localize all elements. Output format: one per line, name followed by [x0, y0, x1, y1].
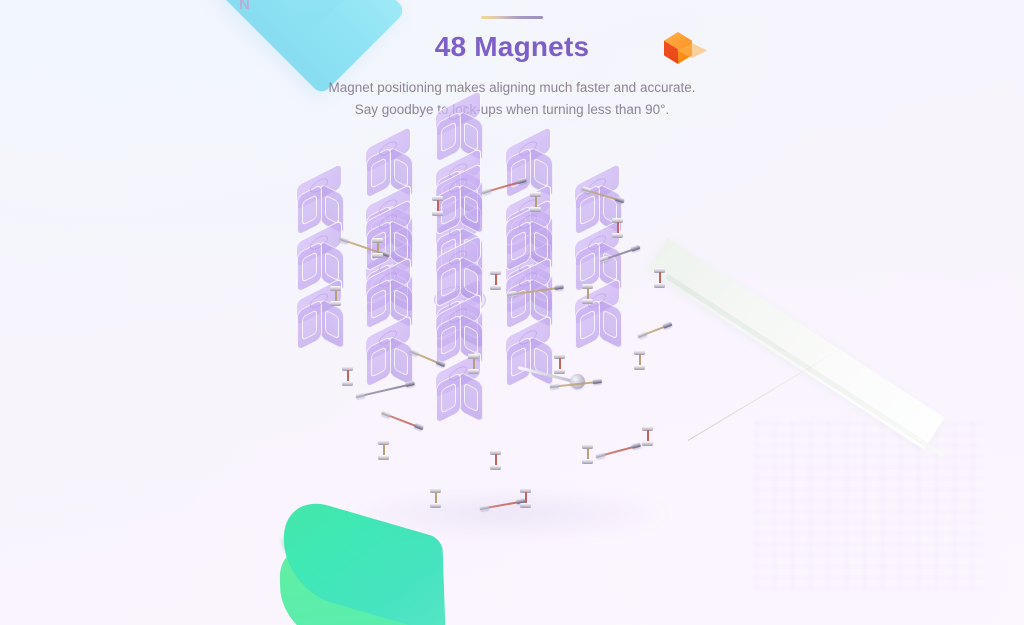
magnet-cylinder — [481, 187, 492, 195]
magnet-pair — [468, 354, 479, 376]
page-title: 48 Magnets — [434, 31, 590, 62]
magnet-pair — [372, 238, 383, 260]
cube-piece — [365, 313, 415, 388]
cube-piece — [504, 313, 555, 388]
magnet-cylinder — [413, 422, 424, 431]
cube-piece — [295, 277, 346, 352]
magnet-pair — [530, 192, 541, 214]
cube-stage — [282, 89, 752, 543]
magnet-pair — [612, 218, 623, 240]
section-subtitle: Magnet positioning makes aligning much f… — [0, 77, 1024, 121]
magnet-pair — [520, 488, 531, 510]
magnet-cylinder — [662, 321, 673, 330]
magnet-pair — [554, 354, 565, 376]
magnet-cylinder — [631, 442, 642, 450]
magnet-cylinder — [637, 330, 648, 339]
magnet-pair — [490, 270, 501, 292]
magnet-pair — [490, 450, 501, 472]
magnet-cylinder — [381, 410, 392, 419]
corner-letter-fragment: N — [239, 0, 251, 13]
magnet-pair — [430, 488, 441, 510]
magnet-pair — [582, 444, 593, 466]
magnet-pair — [330, 286, 341, 308]
magnet-pair — [378, 440, 389, 462]
magnet-pair — [432, 196, 443, 218]
subtitle-line-1: Magnet positioning makes aligning much f… — [328, 80, 696, 96]
magnet-cylinder — [479, 504, 490, 511]
cube-piece — [435, 349, 485, 425]
orange-cube-icon — [664, 32, 720, 84]
subtitle-line-2: Say goodbye to lock-ups when turning les… — [354, 102, 670, 118]
cube-ground-shadow — [342, 488, 672, 540]
magnet-pair — [642, 426, 653, 448]
magnet-cylinder — [355, 392, 366, 399]
magnet-pair — [342, 366, 353, 388]
cube-piece — [574, 277, 624, 352]
gradient-divider — [481, 16, 543, 19]
ghost-watermark — [754, 420, 984, 590]
exploded-magnetic-cube-render — [282, 89, 752, 543]
magnet-cylinder — [554, 284, 564, 291]
magnet-pair — [654, 268, 665, 290]
magnet-cylinder — [630, 244, 641, 253]
cube-axle-hub — [570, 374, 585, 389]
section-header: 48 Magnets Magnet positioning makes alig… — [0, 16, 1024, 121]
magnet-pair — [634, 350, 645, 372]
magnet-cylinder — [549, 383, 560, 389]
magnet-cylinder — [595, 451, 606, 459]
magnet-cylinder — [592, 378, 602, 385]
magnet-pair — [582, 284, 593, 306]
